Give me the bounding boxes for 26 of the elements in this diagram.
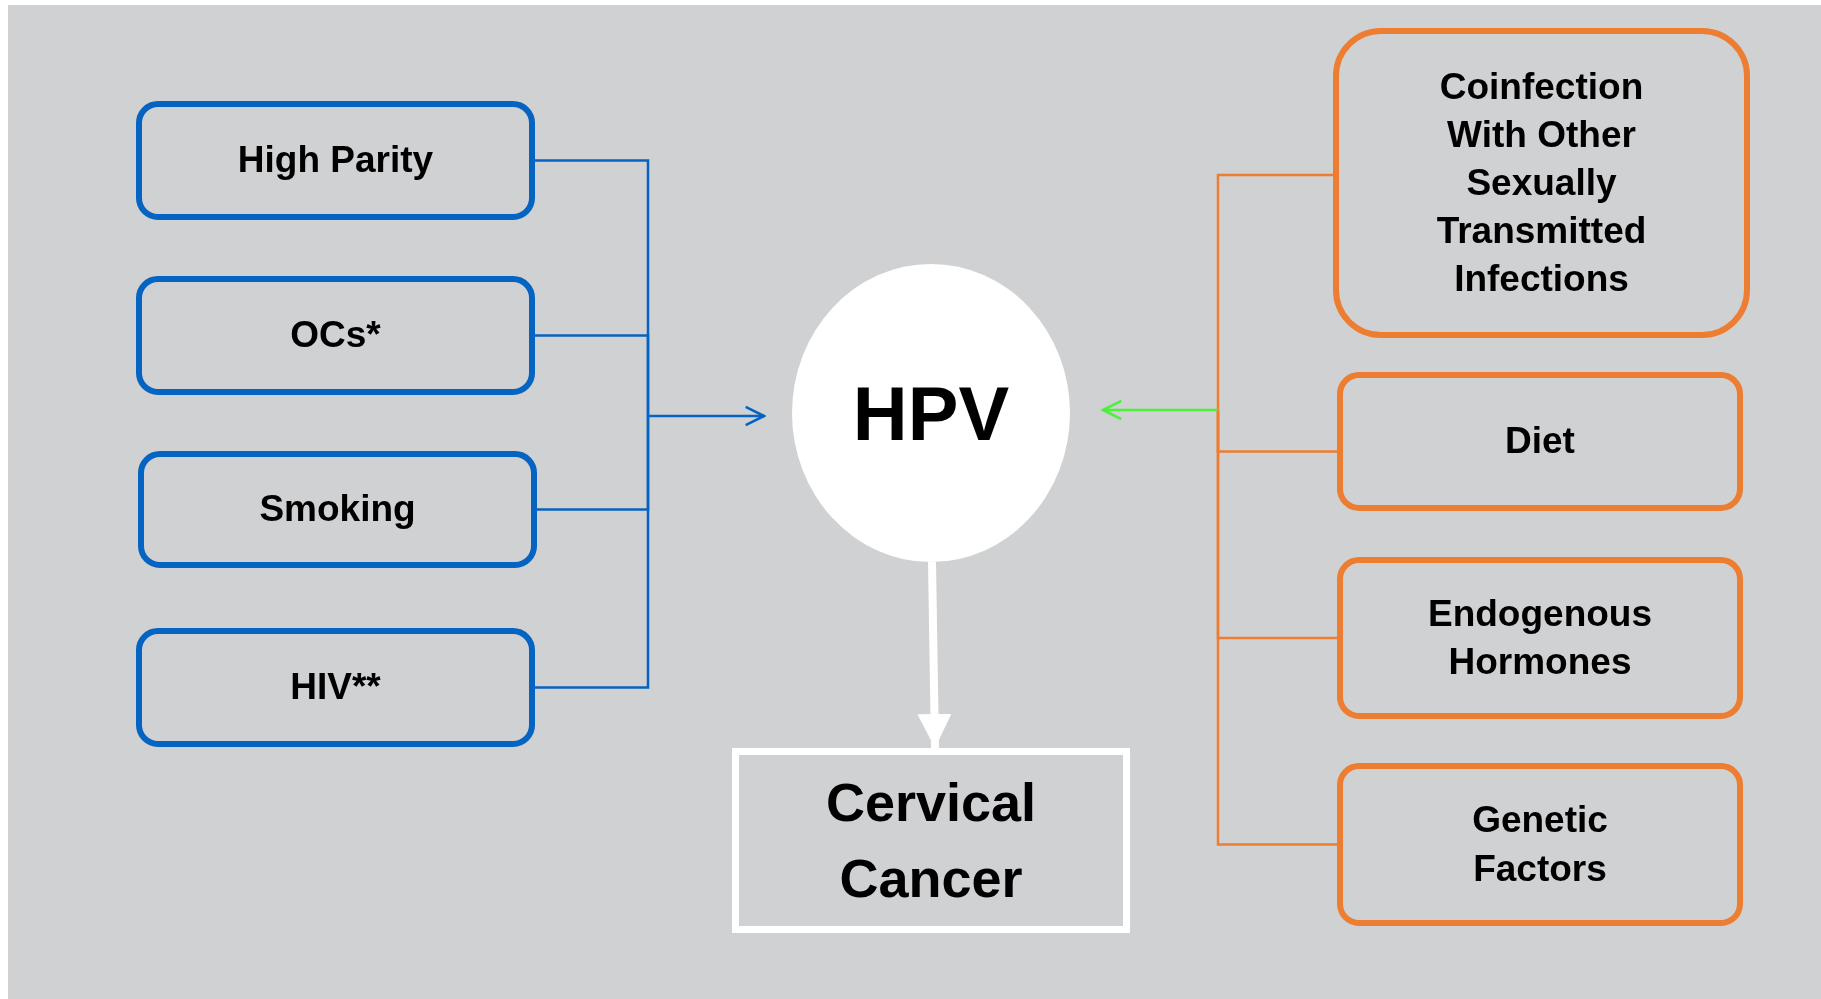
connector-line xyxy=(535,416,650,689)
node-label: Cervical Cancer xyxy=(824,770,1038,910)
factor-box xyxy=(136,101,535,220)
arrow xyxy=(648,405,766,427)
node-label: HPV xyxy=(852,369,1010,457)
factor-box xyxy=(1337,557,1743,719)
outcome-box xyxy=(732,748,1130,933)
connector-line xyxy=(1216,410,1337,846)
arrow xyxy=(1101,399,1218,421)
node-label: Genetic Factors xyxy=(1471,798,1609,891)
node-label: OCs* xyxy=(290,313,381,358)
factor-box xyxy=(136,276,535,395)
node-label: Coinfection With Other Sexually Transmitted Infections xyxy=(1435,64,1648,302)
node-label: HIV** xyxy=(290,665,381,710)
node-label: Smoking xyxy=(259,487,416,532)
factor-box xyxy=(1337,372,1743,511)
node-label: Diet xyxy=(1505,419,1575,464)
connector-line xyxy=(535,334,650,416)
factor-box xyxy=(136,628,535,747)
factor-box xyxy=(138,451,537,568)
node-label: Endogenous Hormones xyxy=(1426,591,1653,684)
factor-box xyxy=(1337,763,1743,926)
factor-box xyxy=(1333,28,1750,338)
connector-line xyxy=(1216,173,1333,410)
arrow xyxy=(917,561,952,749)
node-label: High Parity xyxy=(237,138,434,183)
